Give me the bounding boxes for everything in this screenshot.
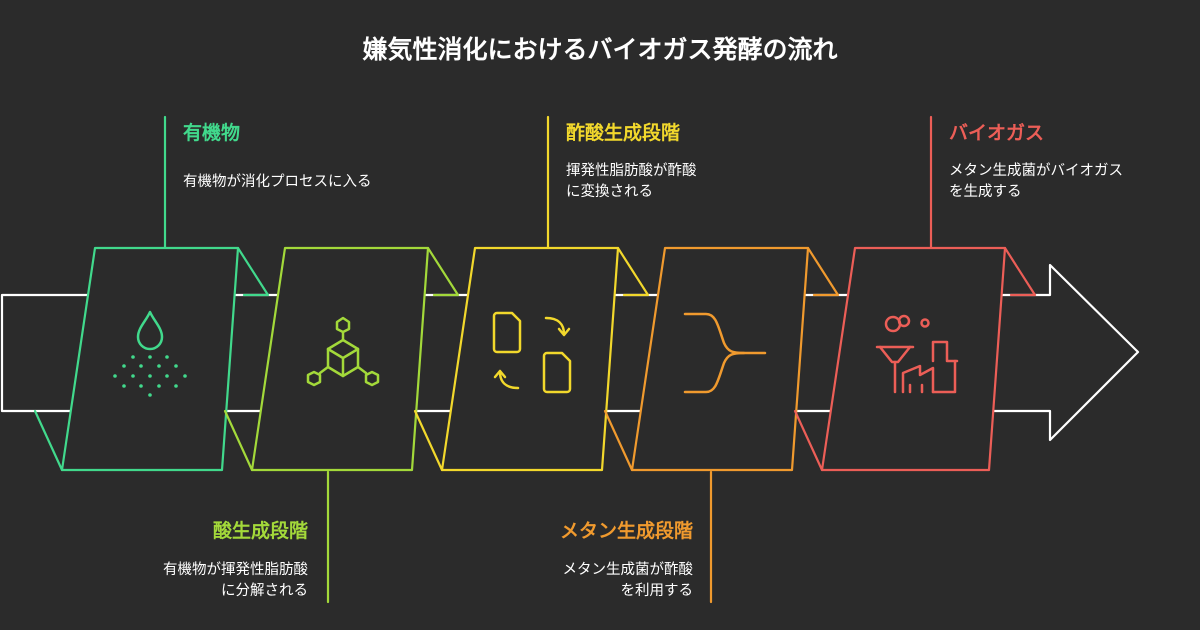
droplet-spray-icon: [113, 310, 187, 397]
step-title-acetic: 酢酸生成段階: [566, 122, 681, 144]
diagram-title: 嫌気性消化におけるバイオガス発酵の流れ: [362, 35, 838, 64]
step-description-acid: 有機物が揮発性脂肪酸 に分解される: [163, 562, 308, 599]
stage-acetic: [413, 115, 650, 472]
stage-biogas: [793, 115, 1037, 472]
step-title-methane: メタン生成段階: [559, 520, 693, 542]
step-description-organic: 有機物が消化プロセスに入る: [183, 174, 372, 190]
step-description-biogas: メタン生成菌がバイオガス を生成する: [949, 163, 1123, 200]
factory-icon: [875, 314, 959, 394]
merge-arrow-icon: [683, 312, 767, 394]
flow-arrow: [0, 263, 1140, 442]
document-convert-icon: [492, 311, 572, 394]
molecule-cube-icon: [306, 316, 380, 387]
step-title-organic: 有機物: [183, 122, 241, 144]
step-title-biogas: バイオガス: [949, 122, 1045, 144]
step-description-methane: メタン生成菌が酢酸 を利用する: [562, 562, 694, 599]
stage-organic: [33, 115, 270, 472]
step-title-acid: 酸生成段階: [212, 520, 308, 542]
step-description-acetic: 揮発性脂肪酸が酢酸 に変換される: [566, 163, 697, 200]
stage-acid: [223, 246, 460, 604]
stage-methane: [603, 246, 840, 604]
